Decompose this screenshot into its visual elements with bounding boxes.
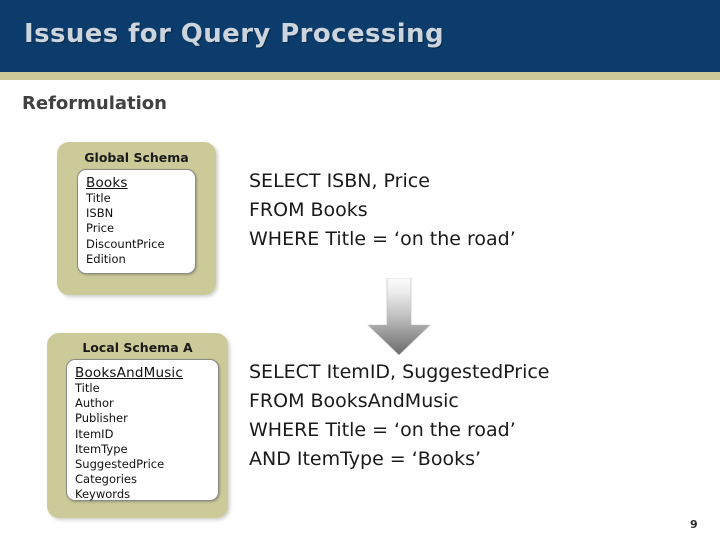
- attribute-item: SuggestedPrice: [75, 457, 165, 472]
- attribute-item: Author: [75, 396, 114, 411]
- attribute-item: Title: [75, 381, 100, 395]
- attribute-item: ItemType: [75, 441, 128, 456]
- relation-name-books: Books: [86, 175, 128, 191]
- page-number: 9: [690, 518, 698, 531]
- attribute-item: Keywords: [75, 487, 131, 502]
- down-arrow-icon: [362, 277, 436, 356]
- global-schema-label: Global Schema: [84, 150, 189, 165]
- query-line: WHERE Title = ‘on the road’: [249, 228, 516, 250]
- query-line: FROM BooksAndMusic: [249, 390, 459, 412]
- title-divider: [0, 72, 720, 80]
- global-schema-container: Global Schema Books Title ISBN Price Dis…: [57, 142, 216, 295]
- query-line: SELECT ItemID, SuggestedPrice: [249, 361, 550, 383]
- local-schema-relation-card: BooksAndMusic Title Author Publisher Ite…: [66, 359, 219, 501]
- query-line: SELECT ISBN, Price: [249, 170, 430, 192]
- global-query-text: SELECT ISBN, Price FROM Books WHERE Titl…: [249, 167, 516, 254]
- local-schema-label: Local Schema A: [82, 340, 193, 355]
- page-title: Issues for Query Processing: [24, 19, 444, 49]
- slide-title-bar: Issues for Query Processing: [0, 0, 720, 72]
- attribute-item: Price: [86, 221, 115, 236]
- attribute-item: Categories: [75, 472, 137, 487]
- local-schema-container: Local Schema A BooksAndMusic Title Autho…: [47, 333, 228, 518]
- attribute-item: Title: [86, 191, 111, 205]
- query-line: FROM Books: [249, 199, 368, 221]
- global-schema-relation-card: Books Title ISBN Price DiscountPrice Edi…: [77, 169, 196, 274]
- section-heading: Reformulation: [22, 93, 167, 114]
- attribute-item: DiscountPrice: [86, 236, 165, 251]
- attribute-item: ISBN: [86, 206, 114, 221]
- query-line: WHERE Title = ‘on the road’: [249, 419, 516, 441]
- relation-name-booksandmusic: BooksAndMusic: [75, 365, 184, 381]
- attribute-item: Publisher: [75, 411, 128, 426]
- local-query-text: SELECT ItemID, SuggestedPrice FROM Books…: [249, 358, 550, 474]
- attribute-item: Edition: [86, 251, 126, 266]
- attribute-item: ItemID: [75, 426, 114, 441]
- query-line: AND ItemType = ‘Books’: [249, 448, 482, 470]
